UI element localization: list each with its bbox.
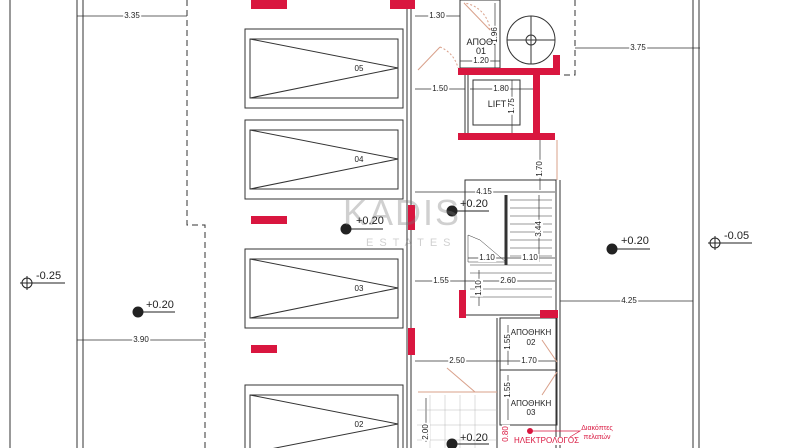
dimension-label: 2.60 <box>499 276 517 285</box>
parking-number: 03 <box>354 284 364 293</box>
dimension-label: 3.75 <box>629 43 647 52</box>
electrician-note: ΗΛΕΚΤΡΟΛΟΓΟΣ <box>513 436 581 445</box>
switches-note: πελατών <box>583 434 611 441</box>
parking-number: 02 <box>354 420 364 429</box>
dimension-label: 3.44 <box>534 220 543 238</box>
level-label: +0.20 <box>146 299 174 311</box>
level-label: +0.20 <box>460 198 488 210</box>
dimension-label: 1.70 <box>520 356 538 365</box>
parking-number: 05 <box>354 64 364 73</box>
parking-bays <box>244 28 404 448</box>
room-name: ΑΠΟΘ. <box>466 37 496 47</box>
level-markers <box>20 205 752 448</box>
dimension-label: 1.80 <box>492 84 510 93</box>
dimension-label: 2.00 <box>421 423 430 441</box>
dimension-label: 1.20 <box>472 56 490 65</box>
lift-label: LIFT <box>487 99 507 109</box>
room-name: ΑΠΟΘΗΚΗ <box>510 399 552 408</box>
watermark-subtitle: ESTATES <box>366 237 457 249</box>
level-label: +0.20 <box>460 432 488 444</box>
dimension-label: 2.50 <box>448 356 466 365</box>
room-number: 03 <box>526 408 536 417</box>
room-number: 01 <box>475 46 487 56</box>
level-label: -0.05 <box>724 230 750 242</box>
dimension-label: 4.25 <box>620 296 638 305</box>
dimension-label: 1.30 <box>428 11 446 20</box>
dimension-label: 1.70 <box>535 160 544 178</box>
dimension-label: 0.80 <box>501 425 510 443</box>
watermark-logo: KADIS <box>343 192 462 233</box>
dimension-label: 4.15 <box>475 187 493 196</box>
level-label: -0.25 <box>36 270 62 282</box>
level-label: +0.20 <box>621 235 649 247</box>
dimension-label: 1.55 <box>432 276 450 285</box>
dashed-outline <box>186 0 206 448</box>
stair-treads <box>467 199 552 298</box>
dimension-label: 1.10 <box>521 253 539 262</box>
lift-car <box>472 79 521 126</box>
switches-note: Διακόπτες <box>581 425 613 432</box>
dimension-label: 1.10 <box>474 279 483 297</box>
door-swings <box>417 2 558 396</box>
room-name: ΑΠΟΘΗΚΗ <box>510 328 552 337</box>
dashed-outline <box>560 0 576 76</box>
dimension-label: 1.75 <box>507 97 516 115</box>
level-label: +0.20 <box>356 215 384 227</box>
dimension-label: 3.35 <box>123 11 141 20</box>
room-number: 02 <box>526 338 536 347</box>
dimension-label: 3.90 <box>132 335 150 344</box>
floor-tiles <box>417 395 497 448</box>
dimension-label: 1.55 <box>503 381 512 399</box>
parking-number: 04 <box>354 155 364 164</box>
dimension-label: 1.10 <box>478 253 496 262</box>
dimension-label: 1.50 <box>431 84 449 93</box>
structural-columns <box>251 0 560 434</box>
